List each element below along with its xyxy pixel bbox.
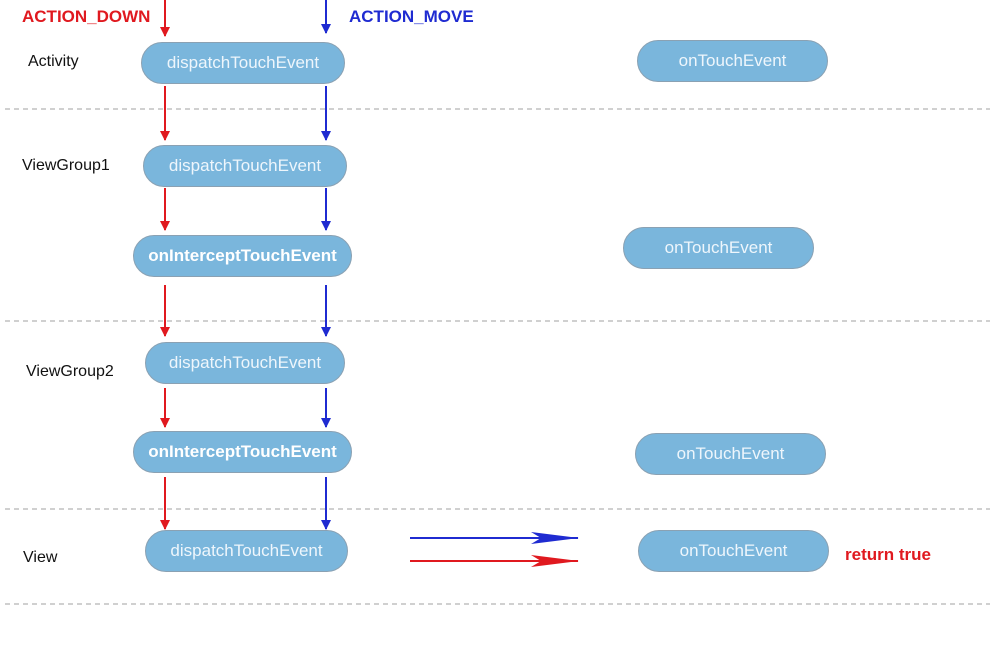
viewgroup2-on-intercept-touch-event-node: onInterceptTouchEvent (133, 431, 352, 473)
return-true-note: return true (845, 545, 931, 564)
view-dispatch-touch-event-node: dispatchTouchEvent (145, 530, 348, 572)
activity-dispatch-touch-event-node: dispatchTouchEvent (141, 42, 345, 84)
viewgroup1-dispatch-touch-event-node: dispatchTouchEvent (143, 145, 347, 187)
viewgroup2-dispatch-touch-event-node: dispatchTouchEvent (145, 342, 345, 384)
layer-label-viewgroup1: ViewGroup1 (22, 157, 110, 174)
viewgroup2-on-touch-event-node: onTouchEvent (635, 433, 826, 475)
layer-label-view: View (23, 549, 58, 566)
layer-label-activity: Activity (28, 53, 79, 70)
viewgroup1-on-touch-event-node: onTouchEvent (623, 227, 814, 269)
view-on-touch-event-node: onTouchEvent (638, 530, 829, 572)
legend-action-move: ACTION_MOVE (349, 7, 474, 26)
legend-action-down: ACTION_DOWN (22, 7, 151, 26)
viewgroup1-on-intercept-touch-event-node: onInterceptTouchEvent (133, 235, 352, 277)
layer-label-viewgroup2: ViewGroup2 (26, 363, 114, 380)
activity-on-touch-event-node: onTouchEvent (637, 40, 828, 82)
